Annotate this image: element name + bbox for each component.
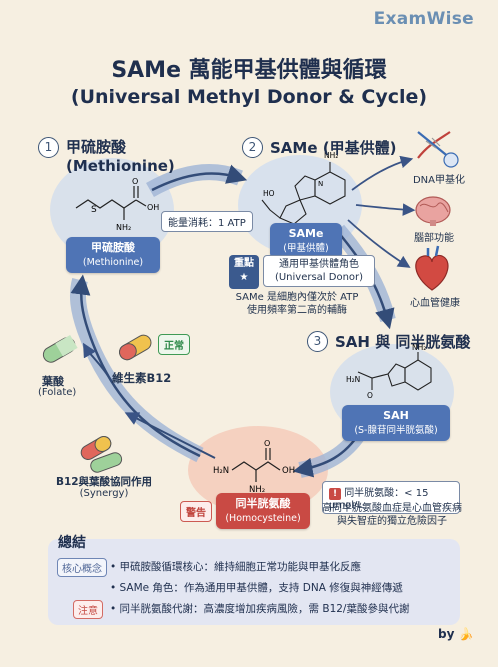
core-concept-chip: 核心概念 — [57, 558, 107, 577]
pill-icon-b12 — [119, 334, 152, 361]
step-2-title: SAMe (甲基供體) — [270, 139, 397, 157]
arrow-same-brain — [355, 203, 416, 216]
methionine-s-label: S — [91, 205, 97, 215]
synergy-label: B12與葉酸協同作用 — [55, 476, 153, 488]
svg-text:OH: OH — [282, 466, 295, 476]
arrow-same-dna — [351, 155, 414, 191]
summary-panel — [48, 539, 460, 625]
synergy-label-en: (Synergy) — [79, 488, 129, 499]
homocysteine-pill: 同半胱氨酸 (Homocysteine) — [216, 493, 310, 529]
homocysteine-structure — [231, 448, 281, 482]
same-note: SAMe 是細胞內僅次於 ATP 使用頻率第二高的輔酶 — [235, 292, 359, 316]
dna-icon — [417, 131, 459, 168]
target-dna-methylation: DNA甲基化 — [412, 175, 466, 186]
same-structure — [261, 162, 346, 233]
warning-tag: 警告 — [180, 501, 212, 522]
svg-text:HO: HO — [263, 189, 275, 198]
summary-line-1: • 甲硫胺酸循環核心：維持細胞正常功能與甲基化反應 — [110, 561, 362, 573]
energy-cost-label: 能量消耗：1 ATP — [161, 211, 253, 232]
heart-icon — [415, 245, 449, 291]
step-1-title: 甲硫胺酸 — [66, 138, 127, 156]
pill-icon-synergy — [80, 436, 123, 473]
target-cardiovascular: 心血管健康 — [410, 298, 460, 309]
normal-tag: 正常 — [158, 334, 190, 355]
star-icon: ★ — [239, 272, 249, 283]
brand-logo: ExamWise — [373, 9, 474, 29]
svg-text:O: O — [132, 177, 138, 186]
summary-line-3: • 同半胱氨酸代謝：高濃度增加疾病風險，需 B12/葉酸參與代謝 — [110, 603, 410, 615]
step-1-title-en: (Methionine) — [66, 157, 175, 175]
svg-text:OH: OH — [147, 203, 159, 212]
universal-donor-box: 通用甲基供體角色 (Universal Donor) — [263, 255, 375, 287]
methionine-pill: 甲硫胺酸 (Methionine) — [66, 237, 160, 273]
step-2-number: 2 — [242, 137, 263, 158]
page-subtitle: (Universal Methyl Donor & Cycle) — [70, 86, 428, 108]
note-chip: 注意 — [73, 600, 103, 619]
arrow-same-heart — [347, 219, 411, 268]
key-point-badge: 重點 ★ — [229, 255, 259, 289]
methionine-wash — [50, 158, 174, 262]
svg-text:N: N — [318, 180, 323, 188]
b12-label: 維生素B12 — [112, 371, 172, 385]
svg-text:NH₂: NH₂ — [249, 485, 265, 495]
step-3-title: SAH 與 同半胱氨酸 — [335, 333, 471, 351]
sah-pill: SAH (S-腺苷同半胱氨酸) — [342, 405, 450, 441]
step-3-number: 3 — [307, 331, 328, 352]
pill-icon-folate — [42, 334, 78, 363]
summary-line-2: • SAMe 角色：作為通用甲基供體，支持 DNA 修復與神經傳遞 — [110, 582, 403, 594]
step-1-number: 1 — [38, 137, 59, 158]
svg-text:NH₂: NH₂ — [412, 343, 426, 352]
homocysteine-wash — [188, 426, 328, 514]
homocysteine-level-box: ! 同半胱氨酸：< 15 μmol/L — [322, 481, 460, 514]
same-pill: SAMe (甲基供體) — [270, 223, 342, 259]
methionine-structure — [75, 186, 147, 220]
svg-text:O: O — [367, 391, 373, 400]
warning-icon: ! — [329, 488, 341, 500]
folate-label-en: (Folate) — [38, 387, 77, 398]
svg-text:H₂N: H₂N — [213, 466, 229, 476]
summary-title: 總結 — [58, 535, 86, 551]
target-brain-function: 腦部功能 — [414, 233, 454, 244]
svg-text:O: O — [264, 439, 270, 448]
banana-icon: 🍌 — [458, 627, 474, 641]
svg-text:NH₂: NH₂ — [116, 223, 131, 232]
arrow-hcy-to-met — [69, 277, 204, 463]
page-title: SAMe 萬能甲基供體與循環 — [111, 58, 387, 83]
svg-text:NH₂: NH₂ — [324, 151, 338, 160]
folate-label: 葉酸 — [42, 375, 64, 388]
svg-text:H₂N: H₂N — [346, 375, 360, 384]
sah-structure — [357, 352, 432, 391]
brain-icon — [415, 196, 451, 226]
homocysteine-note: 高同半胱氨酸血症是心血管疾病 與失智症的獨立危險因子 — [322, 503, 462, 527]
footer-by: by 🍌 — [438, 627, 474, 641]
